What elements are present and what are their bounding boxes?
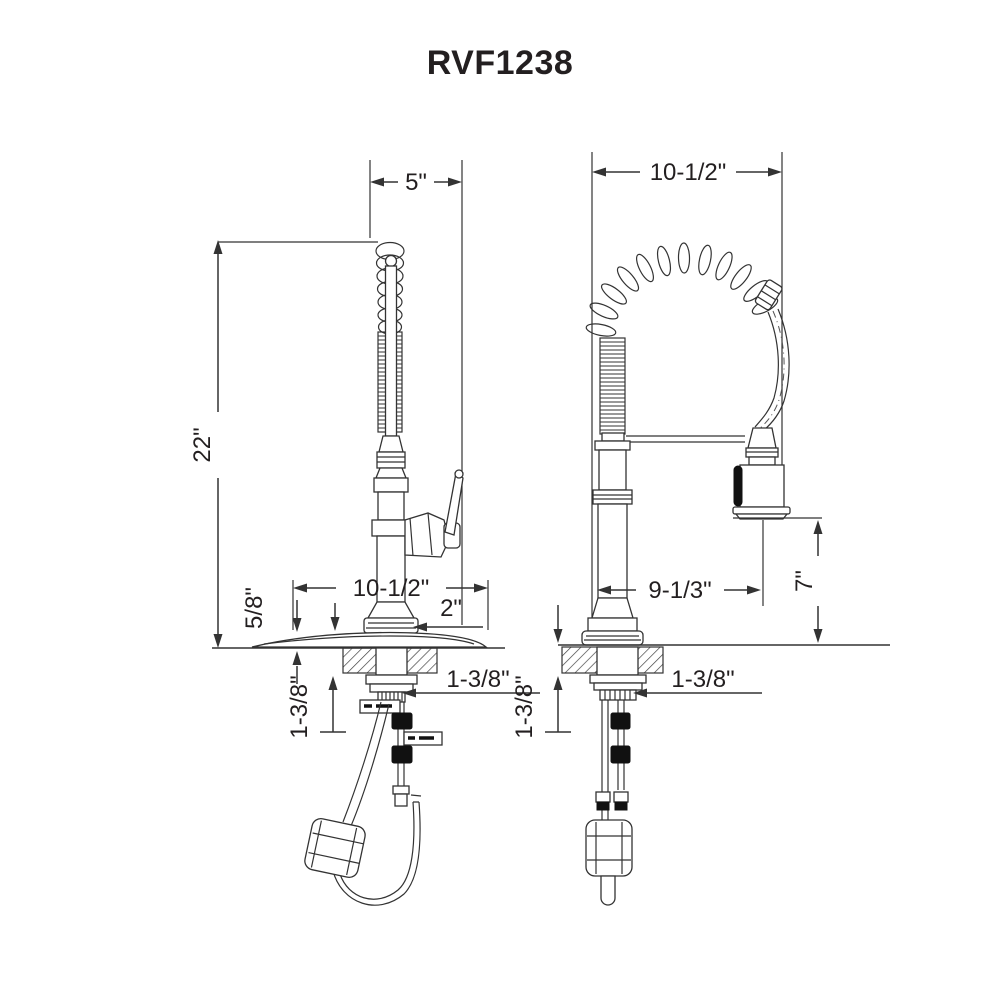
spray-hose-side [332,701,422,906]
hose-tag [403,731,443,746]
spring-arc-front [585,242,779,337]
dim-overall-width-label: 10-1/2" [650,159,727,186]
dim-plate-width: 10-1/2" [292,575,489,630]
supply-fittings [595,791,629,811]
dim-spray-clearance-label: 7" [791,570,818,592]
dim-spout-reach: 9-1/3" [597,577,761,604]
dim-mount-thickness-label: 1-3/8" [286,675,313,738]
dim-spout-depth-label: 5" [405,169,427,196]
quick-connector [391,712,413,730]
sprayer-clip [733,465,743,507]
hose-weight [304,817,366,879]
under-counter-side: 1-3/8" 1-3/8" [286,666,540,906]
spray-wand-side [376,254,406,469]
support-arm [626,435,745,443]
spring-coil-front [599,337,626,435]
front-view: 10-1/2" [511,152,890,906]
quick-connector [610,712,631,730]
dim-plate-thickness: 5/8" [241,587,302,684]
hose-weight-front [585,819,633,906]
dim-overall-width: 10-1/2" [591,152,783,640]
countertop-side [212,647,505,676]
countertop-front [553,605,890,676]
under-counter-front: 1-3/8" 1-3/8" [511,666,762,906]
dim-plate-thickness-label: 5/8" [241,587,268,629]
dim-shank-width-label: 1-3/8" [446,666,509,693]
dim-spout-reach-label: 9-1/3" [648,577,711,604]
quick-connector [391,745,413,764]
dim-mount-thickness-front-label: 1-3/8" [511,675,538,738]
dim-overall-height-label: 22" [189,427,216,462]
dim-spout-depth: 5" [369,160,463,625]
faucet-body-front [581,432,644,646]
deck-plate-side [251,631,488,648]
dim-spray-clearance: 7" [791,520,823,643]
dim-plate-width-label: 10-1/2" [353,575,430,602]
dim-shank-width: 1-3/8" [402,666,540,698]
dim-overall-height: 22" [189,240,378,648]
faucet-side [212,241,505,676]
dim-shank-width-front: 1-3/8" [633,666,762,698]
faucet-handle-side [404,469,464,558]
model-number: RVF1238 [427,44,574,82]
quick-connector [610,745,631,764]
dim-base-width-label: 2" [440,595,462,622]
side-view: 5" 22" [189,160,540,906]
dim-mount-thickness: 1-3/8" [286,675,346,739]
dim-mount-thickness-front: 1-3/8" [511,675,571,739]
supply-end-fitting [392,785,410,807]
dim-shank-width-front-label: 1-3/8" [671,666,734,693]
dim-base-width: 2" [330,595,483,632]
hose-front [754,279,790,432]
